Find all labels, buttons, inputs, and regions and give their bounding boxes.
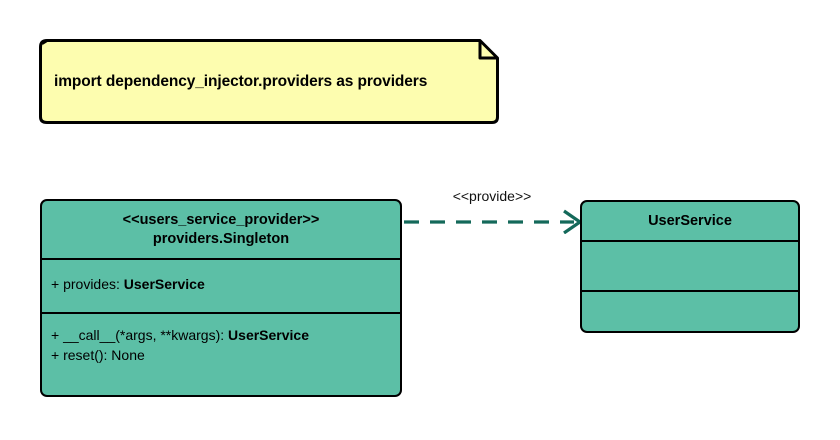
class-box-user-service[interactable]: UserService [580, 200, 800, 333]
attribute-type: UserService [123, 276, 205, 292]
class-attributes-compartment: + provides: UserService [42, 258, 400, 312]
class-operations-compartment-empty [582, 290, 798, 331]
attribute-row: + provides: UserService [51, 274, 400, 294]
operation-row: + __call__(*args, **kwargs): UserService [51, 325, 400, 345]
class-stereotype: <<users_service_provider>> [122, 211, 320, 228]
note-import-text: import dependency_injector.providers as … [54, 72, 428, 90]
dependency-stereotype-label: <<provide>> [452, 188, 532, 204]
operation-label: __call__(*args, **kwargs): [63, 327, 229, 343]
class-header-user-service: UserService [582, 202, 798, 240]
class-operations-compartment: + __call__(*args, **kwargs): UserService… [42, 312, 400, 394]
class-name: UserService [648, 212, 732, 229]
operation-visibility: + [51, 347, 60, 364]
arrowhead-open-icon [563, 209, 583, 234]
attribute-visibility: + [51, 276, 60, 292]
class-box-users-service-provider[interactable]: <<users_service_provider>> providers.Sin… [40, 199, 402, 397]
attribute-label: provides: [63, 276, 124, 292]
operation-label: reset(): None [63, 347, 145, 364]
class-name: providers.Singleton [152, 230, 290, 247]
class-attributes-compartment-empty [582, 240, 798, 290]
class-header-users-service-provider: <<users_service_provider>> providers.Sin… [42, 201, 400, 258]
operation-row: + reset(): None [51, 345, 400, 365]
operation-visibility: + [51, 327, 60, 343]
note-shape [39, 39, 499, 124]
operation-return-type: UserService [228, 327, 309, 343]
note-import-statement[interactable]: import dependency_injector.providers as … [38, 38, 500, 125]
